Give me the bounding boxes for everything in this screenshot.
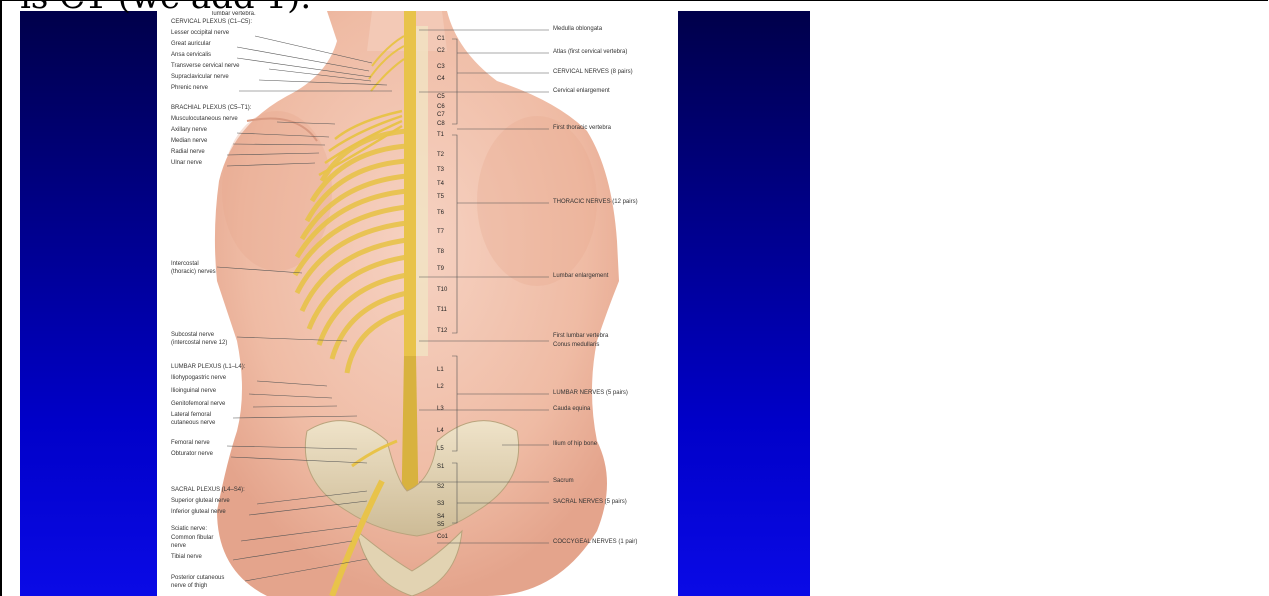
left-label-11: Radial nerve <box>171 149 205 156</box>
left-label-21: Lateral femoral <box>171 412 211 419</box>
vertebra-label-11: T4 <box>437 181 444 187</box>
right-label-11: Ilium of hip bone <box>553 441 597 448</box>
vertebra-label-24: L5 <box>437 446 444 452</box>
right-label-2: CERVICAL NERVES (8 pairs) <box>553 69 633 76</box>
vertebra-label-20: L1 <box>437 367 444 373</box>
left-label-0: CERVICAL PLEXUS (C1–C5): <box>171 19 252 26</box>
vertebra-label-28: S4 <box>437 514 444 520</box>
left-label-16: (intercostal nerve 12) <box>171 340 227 347</box>
right-label-13: SACRAL NERVES (5 pairs) <box>553 499 627 506</box>
vertebra-label-21: L2 <box>437 384 444 390</box>
vertebra-label-2: C3 <box>437 64 445 70</box>
vertebra-label-4: C5 <box>437 94 445 100</box>
vertebra-label-13: T6 <box>437 210 444 216</box>
left-label-8: Musculocutaneous nerve <box>171 116 238 123</box>
left-label-13: Intercostal <box>171 261 199 268</box>
anatomy-illustration <box>157 11 678 596</box>
left-label-1: Lesser occipital nerve <box>171 30 229 37</box>
right-label-10: Cauda equina <box>553 406 590 413</box>
vertebra-label-27: S3 <box>437 501 444 507</box>
left-label-18: Iliohypogastric nerve <box>171 375 226 382</box>
vertebra-label-9: T2 <box>437 152 444 158</box>
left-label-25: SACRAL PLEXUS (L4–S4): <box>171 487 245 494</box>
spinal-cord <box>404 11 416 361</box>
vertebra-label-26: S2 <box>437 484 444 490</box>
left-label-5: Supraclavicular nerve <box>171 74 229 81</box>
vertebra-label-5: C6 <box>437 104 445 110</box>
vertebra-label-25: S1 <box>437 464 444 470</box>
left-label-20: Genitofemoral nerve <box>171 401 225 408</box>
right-label-7: First lumbar vertebra <box>553 333 608 340</box>
left-label-14: (thoracic) nerves <box>171 269 216 276</box>
left-label-4: Transverse cervical nerve <box>171 63 239 70</box>
right-label-0: Medulla oblongata <box>553 26 602 33</box>
vertebra-label-8: T1 <box>437 132 444 138</box>
right-label-5: THORACIC NERVES (12 pairs) <box>553 199 638 206</box>
left-label-24: Obturator nerve <box>171 451 213 458</box>
left-label-15: Subcostal nerve <box>171 332 214 339</box>
vertebra-label-12: T5 <box>437 194 444 200</box>
right-label-14: COCCYGEAL NERVES (1 pair) <box>553 539 637 546</box>
left-label-12: Ulnar nerve <box>171 160 202 167</box>
vertebra-label-7: C8 <box>437 121 445 127</box>
left-label-3: Ansa cervicalis <box>171 52 211 59</box>
left-label-7: BRACHIAL PLEXUS (C5–T1): <box>171 105 251 112</box>
right-label-8: Conus medullaris <box>553 342 599 349</box>
left-label-28: Sciatic nerve: <box>171 526 207 533</box>
vertebra-label-23: L4 <box>437 428 444 434</box>
slide-heading: is C1 (we add 1). <box>20 0 311 14</box>
vertebra-label-19: T12 <box>437 328 447 334</box>
right-label-12: Sacrum <box>553 478 574 485</box>
left-label-22: cutaneous nerve <box>171 420 215 427</box>
left-label-2: Great auricular <box>171 41 211 48</box>
left-label-17: LUMBAR PLEXUS (L1–L4): <box>171 364 245 371</box>
left-label-31: Tibial nerve <box>171 554 202 561</box>
vertebra-label-0: C1 <box>437 36 445 42</box>
vertebra-label-1: C2 <box>437 48 445 54</box>
left-label-32: Posterior cutaneous <box>171 575 224 582</box>
left-label-23: Femoral nerve <box>171 440 210 447</box>
right-label-1: Atlas (first cervical vertebra) <box>553 49 627 56</box>
vertebra-label-29: S5 <box>437 522 444 528</box>
left-label-9: Axillary nerve <box>171 127 207 134</box>
left-label-6: Phrenic nerve <box>171 85 208 92</box>
vertebra-label-15: T8 <box>437 249 444 255</box>
right-label-6: Lumbar enlargement <box>553 273 608 280</box>
spinal-nerves-figure: CERVICAL PLEXUS (C1–C5): Lesser occipital… <box>157 11 678 596</box>
right-label-3: Cervical enlargement <box>553 88 610 95</box>
left-label-26: Superior gluteal nerve <box>171 498 230 505</box>
right-label-9: LUMBAR NERVES (5 pairs) <box>553 390 628 397</box>
left-label-10: Median nerve <box>171 138 207 145</box>
left-label-30: nerve <box>171 543 186 550</box>
right-label-4: First thoracic vertebra <box>553 125 611 132</box>
vertebra-label-3: C4 <box>437 76 445 82</box>
vertebra-label-14: T7 <box>437 229 444 235</box>
vertebra-label-17: T10 <box>437 287 447 293</box>
vertebra-label-22: L3 <box>437 406 444 412</box>
vertebra-label-16: T9 <box>437 266 444 272</box>
vertebra-label-10: T3 <box>437 167 444 173</box>
left-label-29: Common fibular <box>171 535 213 542</box>
vertebra-label-6: C7 <box>437 112 445 118</box>
left-label-27: Inferior gluteal nerve <box>171 509 226 516</box>
vertebra-label-18: T11 <box>437 307 447 313</box>
left-label-19: Ilioinguinal nerve <box>171 388 216 395</box>
left-label-33: nerve of thigh <box>171 583 207 590</box>
vertebra-label-30: Co1 <box>437 534 448 540</box>
